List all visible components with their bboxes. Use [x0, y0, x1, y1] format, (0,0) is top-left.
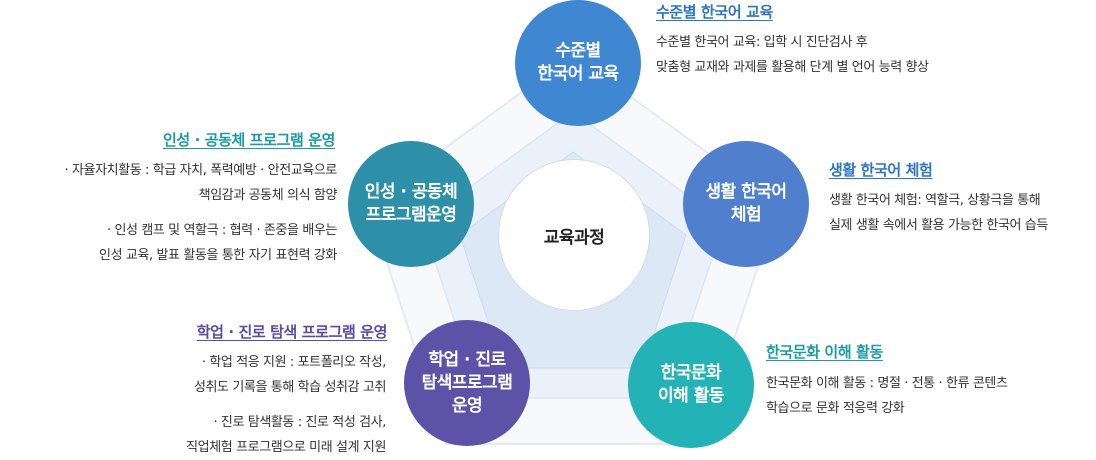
circle-character-community: 인성 · 공동체 프로그램운영 — [348, 141, 474, 267]
circle-line: 생활 한국어 — [705, 182, 787, 202]
desc-line: · 인성 캠프 및 역할극 : 협력 · 존중을 배우는 — [107, 223, 337, 238]
circle-daily-korean: 생활 한국어 체험 — [683, 141, 809, 267]
desc-line: 한국문화 이해 활동 : 명절 · 전통 · 한류 콘텐츠 — [766, 376, 1008, 391]
title-academic-career: 학업 · 진로 탐색 프로그램 운영 — [196, 323, 388, 341]
center-circle: 교육과정 — [498, 159, 650, 311]
desc-daily-korean: 생활 한국어 체험: 역할극, 상황극을 통해 실제 생활 속에서 활용 가능한… — [829, 188, 1048, 238]
desc-korean-culture: 한국문화 이해 활동 : 명절 · 전통 · 한류 콘텐츠 학습으로 문화 적응… — [766, 371, 1008, 421]
desc-line: 학습으로 문화 적응력 강화 — [766, 401, 905, 416]
circle-line: 한국문화 — [660, 363, 722, 383]
circle-line: 탐색프로그램 — [421, 372, 513, 393]
desc-line: · 학업 적응 지원 : 포트폴리오 작성, — [201, 355, 387, 370]
circle-leveled-korean: 수준별 한국어 교육 — [515, 0, 641, 126]
circle-line: 프로그램운영 — [365, 205, 457, 225]
circle-line: 체험 — [730, 205, 762, 225]
center-label: 교육과정 — [543, 227, 605, 248]
circle-line: 학업 · 진로 — [428, 349, 506, 370]
desc-leveled-korean: 수준별 한국어 교육: 입학 시 진단검사 후 맞춤형 교재와 과제를 활용해 … — [656, 30, 929, 80]
desc-line: 성취도 기록을 통해 학습 성취감 고취 — [193, 380, 386, 395]
desc-line: 생활 한국어 체험: 역할극, 상황극을 통해 — [829, 193, 1041, 208]
desc-line: 직업체험 프로그램으로 미래 설계 지원 — [186, 440, 386, 455]
desc-line: 인성 교육, 발표 활동을 통한 자기 표현력 강화 — [99, 248, 337, 263]
desc-line: 수준별 한국어 교육: 입학 시 진단검사 후 — [656, 35, 868, 50]
desc-academic-career: · 학업 적응 지원 : 포트폴리오 작성, 성취도 기록을 통해 학습 성취감… — [186, 350, 386, 460]
desc-line: · 자율자치활동 : 학급 자치, 폭력예방 · 안전교육으로 — [64, 163, 337, 178]
circle-korean-culture: 한국문화 이해 활동 — [628, 322, 754, 448]
title-character-community: 인성 · 공동체 프로그램 운영 — [163, 131, 335, 149]
desc-line: · 진로 탐색활동 : 진로 적성 검사, — [213, 415, 386, 430]
title-korean-culture: 한국문화 이해 활동 — [766, 343, 883, 361]
circle-line: 한국어 교육 — [537, 64, 619, 84]
title-daily-korean: 생활 한국어 체험 — [829, 161, 933, 179]
desc-line: 맞춤형 교재와 과제를 활용해 단계 별 언어 능력 향상 — [656, 60, 929, 75]
circle-line: 인성 · 공동체 — [364, 182, 458, 202]
desc-line: 책임감과 공동체 의식 함양 — [198, 188, 338, 203]
circle-line: 수준별 — [555, 41, 601, 61]
title-leveled-korean: 수준별 한국어 교육 — [656, 3, 773, 21]
circle-line: 이해 활동 — [658, 386, 724, 406]
desc-line: 실제 생활 속에서 활용 가능한 한국어 습득 — [829, 218, 1048, 233]
circle-line: 운영 — [451, 395, 483, 416]
desc-character-community: · 자율자치활동 : 학급 자치, 폭력예방 · 안전교육으로 책임감과 공동체… — [64, 158, 337, 268]
circle-academic-career: 학업 · 진로 탐색프로그램 운영 — [404, 320, 530, 446]
